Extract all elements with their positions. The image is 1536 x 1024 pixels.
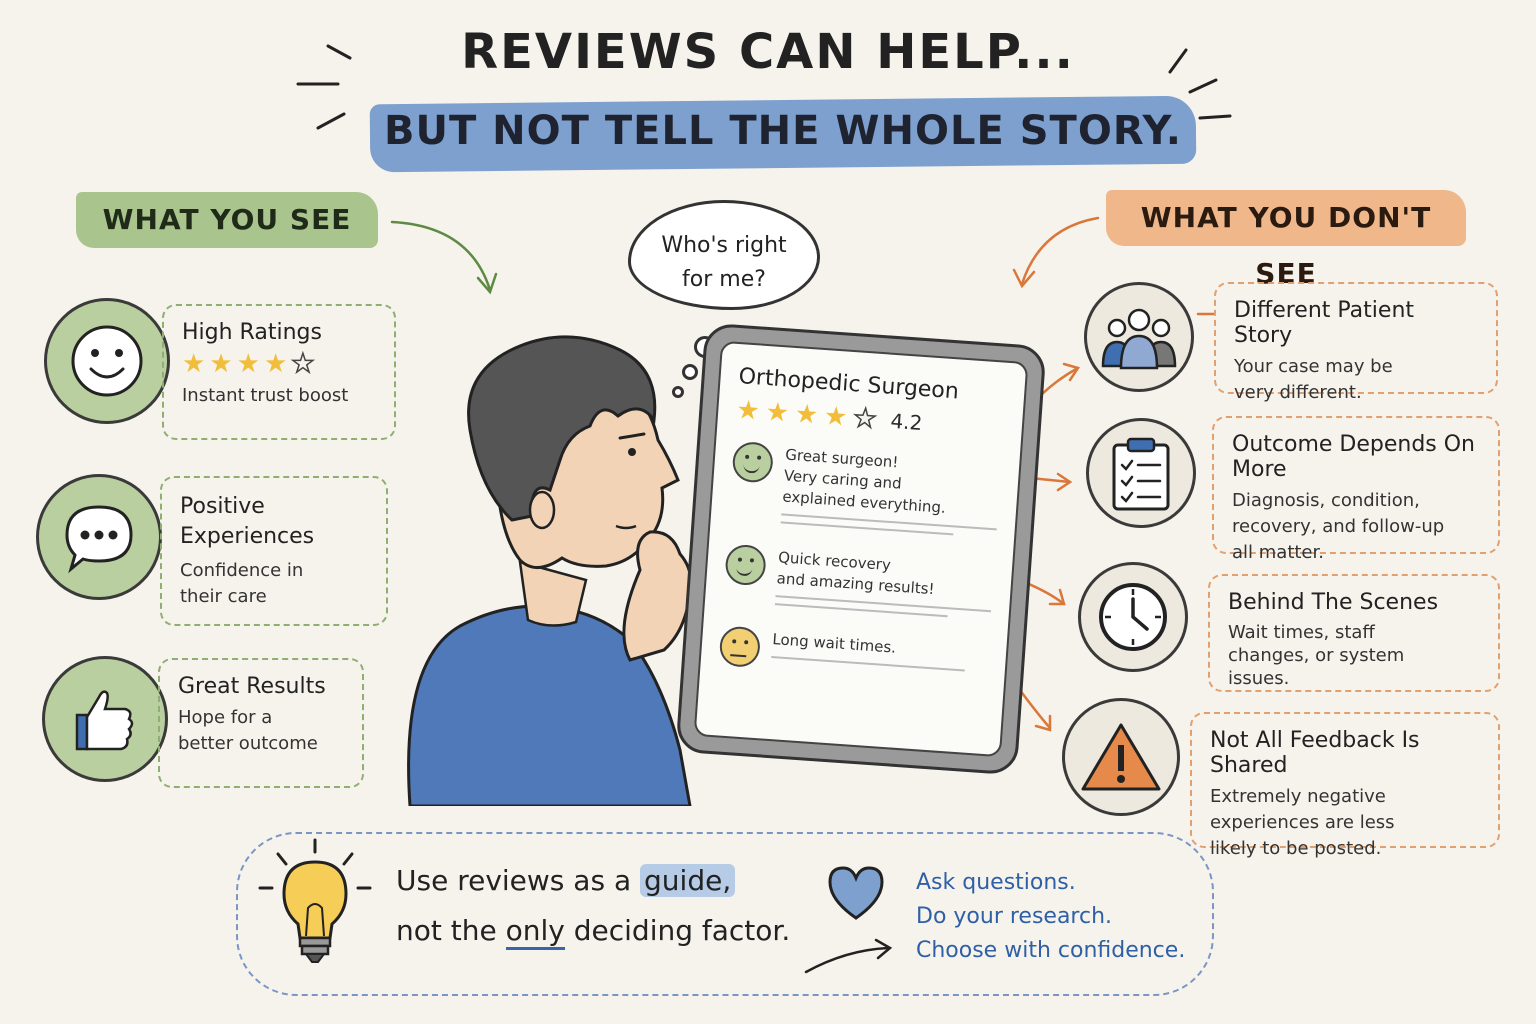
card-body: Instant trust boost (182, 385, 349, 406)
star-icon: ★ (263, 349, 288, 379)
tablet-device: Orthopedic Surgeon ★ ★ ★ ★ ★ 4.2 Great s… (675, 322, 1047, 776)
tip-action: Choose with confidence. (916, 938, 1186, 963)
card-title: Behind The Scenes (1228, 590, 1439, 615)
card-body: Diagnosis, condition, recovery, and foll… (1232, 490, 1445, 563)
right-icon-circle-behind-scenes (1078, 562, 1188, 672)
arrow-orange (1020, 216, 1100, 286)
review-item: Great surgeon! Very caring and explained… (728, 440, 1001, 544)
star-icon: ★ (182, 349, 206, 379)
page-subtitle: BUT NOT TELL THE WHOLE STORY. (384, 108, 1182, 154)
star-rating: ★ ★ ★ ★ ★ (182, 349, 376, 379)
empty-star-icon: ★ (290, 349, 315, 379)
arrow-green (390, 220, 492, 292)
card-positive-experiences: Positive Experiences Confidence in their… (160, 476, 388, 626)
burst-lines-decoration (296, 44, 1232, 130)
card-high-ratings: High Ratings ★ ★ ★ ★ ★ Instant trust boo… (162, 304, 396, 440)
tablet-screen: Orthopedic Surgeon ★ ★ ★ ★ ★ 4.2 Great s… (693, 340, 1029, 758)
review-text: Quick recovery and amazing results! (776, 548, 936, 599)
heart-icon (828, 866, 884, 920)
right-icon-circle-patients (1084, 282, 1194, 392)
card-body: Confidence in their care (180, 560, 304, 607)
tip-box (236, 832, 1214, 996)
lightbulb-icon (258, 838, 372, 963)
happy-face-icon (731, 440, 775, 484)
tip-actions: Ask questions. Do your research. Choose … (916, 866, 1185, 968)
star-icon: ★ (764, 397, 790, 429)
card-body: Wait times, staff changes, or system iss… (1228, 622, 1405, 689)
smiley-face-icon (71, 325, 143, 397)
card-title: Outcome Depends On More (1232, 432, 1475, 482)
card-body: Hope for a better outcome (178, 707, 318, 754)
rating-score: 4.2 (889, 408, 924, 435)
clipboard-checklist-icon (1112, 437, 1170, 511)
warning-triangle-icon (1081, 723, 1161, 791)
neutral-face-icon (718, 625, 762, 669)
speech-bubble-icon (65, 505, 133, 574)
what-you-see-heading: WHAT YOU SEE (76, 192, 378, 248)
star-icon: ★ (209, 349, 233, 379)
star-icon: ★ (823, 401, 849, 433)
card-not-all-feedback: Not All Feedback Is Shared Extremely neg… (1190, 712, 1500, 859)
card-title: High Ratings (182, 320, 322, 345)
tip-statement: Use reviews as a guide, not the only dec… (396, 856, 790, 956)
tip-line-1: Use reviews as a guide, (396, 856, 790, 906)
left-icon-circle-results (42, 656, 168, 782)
card-body: Your case may be very different. (1234, 356, 1393, 403)
thought-dot (682, 364, 698, 380)
star-icon: ★ (793, 399, 820, 431)
card-title: Positive Experiences (180, 494, 315, 549)
star-icon: ★ (236, 349, 260, 379)
card-title: Different Patient Story (1234, 298, 1415, 348)
happy-face-icon (724, 543, 767, 587)
card-different-patient-story: Different Patient Story Your case may be… (1214, 282, 1498, 403)
right-icon-circle-feedback (1062, 698, 1180, 816)
right-icon-circle-outcome (1086, 418, 1196, 528)
person-illustration (407, 335, 693, 806)
card-title: Great Results (178, 674, 326, 699)
tip-line-2: not the only deciding factor. (396, 906, 790, 956)
left-icon-circle-experiences (36, 474, 162, 600)
card-title: Not All Feedback Is Shared (1210, 728, 1420, 778)
underlined-word: only (505, 914, 565, 950)
thought-bubble: Who's right for me? (628, 200, 820, 310)
thought-dot (672, 386, 684, 398)
card-behind-the-scenes: Behind The Scenes Wait times, staff chan… (1208, 574, 1500, 692)
people-group-icon (1101, 308, 1177, 370)
card-body: Extremely negative experiences are less … (1210, 786, 1395, 859)
tip-action: Ask questions. (916, 870, 1076, 895)
thumbs-up-icon (75, 690, 134, 751)
clock-icon (1099, 583, 1167, 651)
review-item: Long wait times. (718, 625, 989, 684)
empty-star-icon: ★ (852, 402, 879, 435)
card-outcome-depends: Outcome Depends On More Diagnosis, condi… (1212, 416, 1500, 563)
review-item: Quick recovery and amazing results! (723, 543, 995, 627)
what-you-dont-see-heading: WHAT YOU DON'T SEE (1106, 190, 1466, 290)
tip-action: Do your research. (916, 904, 1113, 929)
left-icon-circle-ratings (44, 298, 170, 424)
highlighted-word: guide, (640, 864, 736, 897)
review-text: Great surgeon! Very caring and explained… (781, 445, 947, 517)
page-title: REVIEWS CAN HELP... (461, 24, 1075, 80)
card-great-results: Great Results Hope for a better outcome (158, 658, 364, 788)
star-icon: ★ (735, 395, 761, 427)
